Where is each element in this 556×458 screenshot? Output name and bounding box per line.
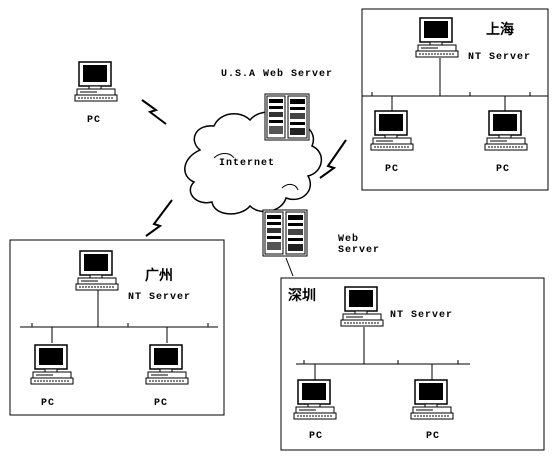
shenzhen-nt-server-icon	[340, 286, 384, 327]
shanghai-pc-2-label: PC	[496, 164, 511, 175]
link-local-server-shenzhen	[285, 257, 294, 277]
shanghai-pc-1-icon	[370, 110, 414, 151]
guangzhou-boundary	[9, 239, 225, 416]
guangzhou-pc-1-icon	[30, 344, 74, 385]
guangzhou-pc-2-icon	[145, 344, 189, 385]
local-web-server-label-line1: Web	[338, 234, 360, 245]
shenzhen-lan	[280, 277, 545, 451]
local-web-server-label-line2: Server	[338, 245, 381, 256]
guangzhou-pc-1-label: PC	[41, 398, 56, 409]
shanghai-pc-1-label: PC	[385, 164, 400, 175]
city-label-guangzhou: 广州	[145, 268, 173, 284]
shanghai-nt-server-icon	[415, 17, 459, 58]
guangzhou-pc-2-label: PC	[154, 398, 169, 409]
shenzhen-pc-2-icon	[410, 379, 454, 420]
shenzhen-pc-1-label: PC	[309, 431, 324, 442]
link-bolt-shanghai	[319, 139, 347, 179]
guangzhou-lan	[9, 239, 225, 416]
city-label-shanghai: 上海	[486, 22, 514, 38]
remote-pc-icon	[74, 61, 118, 102]
guangzhou-nt-server-label: NT Server	[128, 292, 192, 303]
link-bolt-remote-pc	[141, 99, 167, 125]
guangzhou-nt-server-icon	[75, 250, 119, 291]
link-bolt-guangzhou	[145, 199, 173, 237]
remote-pc-label: PC	[87, 115, 102, 126]
local-web-server-icon	[262, 209, 308, 257]
shenzhen-pc-2-label: PC	[426, 431, 441, 442]
shanghai-pc-2-icon	[484, 110, 528, 151]
usa-web-server-icon	[264, 93, 310, 141]
shenzhen-boundary	[280, 277, 545, 451]
shanghai-boundary	[361, 8, 549, 191]
shenzhen-pc-1-icon	[293, 379, 337, 420]
usa-web-server-label: U.S.A Web Server	[221, 69, 334, 80]
shanghai-lan	[361, 8, 549, 191]
shanghai-nt-server-label: NT Server	[468, 52, 532, 63]
shenzhen-nt-server-label: NT Server	[390, 310, 454, 321]
city-label-shenzhen: 深圳	[288, 288, 316, 304]
internet-label: Internet	[219, 158, 276, 169]
